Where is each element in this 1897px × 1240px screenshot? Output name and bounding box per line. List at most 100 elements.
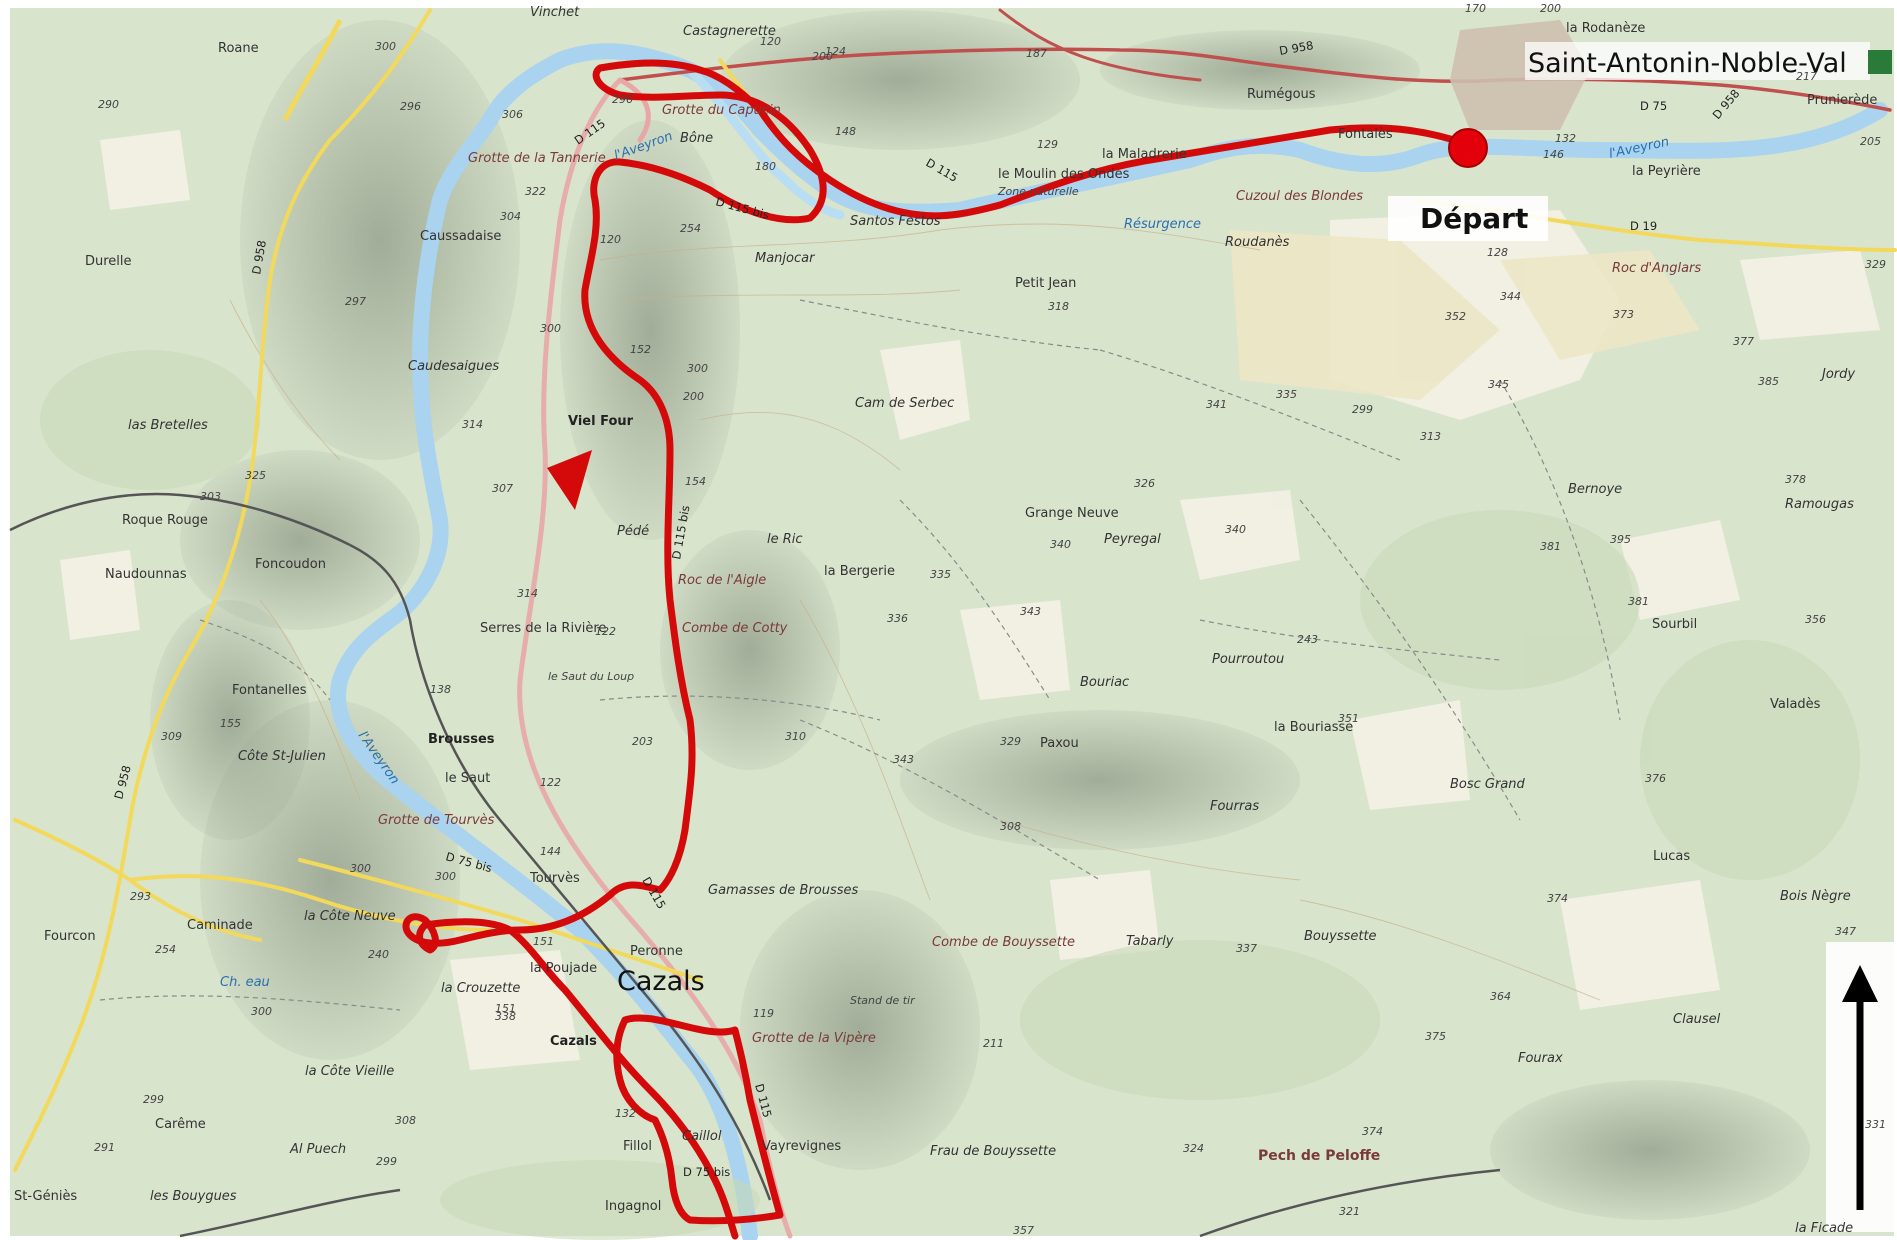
altitude-label: 243 xyxy=(1297,633,1318,646)
place-label: Fourras xyxy=(1210,799,1259,814)
place-label: Fontanelles xyxy=(232,683,307,698)
altitude-label: 293 xyxy=(130,890,151,903)
place-label: Roudanès xyxy=(1225,235,1290,250)
place-label: Fillol xyxy=(623,1139,652,1154)
altitude-label: 310 xyxy=(785,730,806,743)
altitude-label: 300 xyxy=(435,870,456,883)
place-labels: Castagnerette Bône Manjocar Santos Festo… xyxy=(14,5,1877,1236)
altitude-label: 291 xyxy=(94,1141,115,1154)
place-label: Santos Festos xyxy=(850,214,941,229)
place-label: Bouyssette xyxy=(1304,929,1377,944)
boundary-line xyxy=(9,492,1501,1238)
place-label: Bosc Grand xyxy=(1450,777,1526,792)
feature-label: Grotte de la Tannerie xyxy=(468,151,606,166)
place-label: Ramougas xyxy=(1785,497,1854,512)
altitude-label: 152 xyxy=(630,343,651,356)
place-label: Foncoudon xyxy=(255,557,326,572)
place-label: las Bretelles xyxy=(128,418,208,433)
altitude-label: 375 xyxy=(1425,1030,1446,1043)
place-label: Tabarly xyxy=(1126,934,1174,949)
altitude-label: 205 xyxy=(1860,135,1881,148)
altitude-label: 299 xyxy=(376,1155,397,1168)
feature-label: Pech de Peloffe xyxy=(1258,1148,1380,1164)
place-label: Côte St-Julien xyxy=(238,749,326,764)
altitude-label: 120 xyxy=(760,35,781,48)
place-label: Caussadaise xyxy=(420,229,501,244)
place-label: Durelle xyxy=(85,254,132,269)
town-cazals-label: Cazals xyxy=(617,966,705,997)
altitude-label: 381 xyxy=(1540,540,1561,553)
place-label: Rumégous xyxy=(1247,87,1316,102)
altitude-label: 240 xyxy=(368,948,389,961)
place-label: Bône xyxy=(680,131,713,146)
altitude-label: 324 xyxy=(1183,1142,1204,1155)
altitude-label: 200 xyxy=(1540,2,1561,15)
north-arrow-icon xyxy=(1842,965,1878,1002)
feature-label: Grotte de Tourvès xyxy=(378,813,495,828)
field-patches xyxy=(60,130,1880,1070)
place-label: Bernoye xyxy=(1568,482,1622,497)
altitude-label: 356 xyxy=(1805,613,1826,626)
place-label: Frau de Bouyssette xyxy=(930,1144,1056,1159)
feature-label: Grotte du Capucin xyxy=(662,103,781,118)
place-label: Ingagnol xyxy=(605,1199,661,1214)
altitude-label: 138 xyxy=(430,683,451,696)
altitude-label: 296 xyxy=(400,100,421,113)
altitude-label: 148 xyxy=(835,125,856,138)
altitude-label: 128 xyxy=(1487,246,1508,259)
road-label: D 19 xyxy=(1630,219,1657,233)
altitude-label: 299 xyxy=(1352,403,1373,416)
place-label: Caminade xyxy=(187,918,253,933)
town-label-box xyxy=(1525,42,1870,80)
place-label: Valadès xyxy=(1770,697,1821,712)
altitude-label: 376 xyxy=(1645,772,1666,785)
road-label: D 75 xyxy=(1640,99,1667,113)
altitude-label: 343 xyxy=(893,753,914,766)
altitude-label: 297 xyxy=(345,295,366,308)
place-label: la Maladrerie xyxy=(1102,147,1187,162)
altitude-label: 347 xyxy=(1835,925,1856,938)
altitude-label: 211 xyxy=(983,1037,1004,1050)
feature-label: Roc de l'Aigle xyxy=(678,573,766,588)
altitude-label: 151 xyxy=(533,935,554,948)
hiking-route-south-loop xyxy=(613,1014,784,1225)
altitude-label: 170 xyxy=(1465,2,1486,15)
altitude-label: 132 xyxy=(1555,132,1576,145)
place-label: le Saut xyxy=(445,771,490,786)
altitude-label: 303 xyxy=(200,490,221,503)
hiking-route xyxy=(402,59,1474,1240)
place-label: la Ficade xyxy=(1795,1221,1853,1236)
altitude-label: 187 xyxy=(1026,47,1047,60)
altitude-label: 296 xyxy=(612,93,633,106)
place-label: Serres de la Rivière xyxy=(480,621,606,636)
place-label: Vinchet xyxy=(530,5,580,20)
place-label: Castagnerette xyxy=(683,24,776,39)
altitude-label: 154 xyxy=(685,475,706,488)
altitude-label: 307 xyxy=(492,482,513,495)
altitude-label: 329 xyxy=(1000,735,1021,748)
place-label: Roque Rouge xyxy=(122,513,208,528)
place-label: la Côte Neuve xyxy=(304,909,396,924)
altitude-label: 374 xyxy=(1362,1125,1383,1138)
altitude-label: 340 xyxy=(1225,523,1246,536)
d958-left-road xyxy=(282,18,343,122)
altitude-label: 321 xyxy=(1339,1205,1360,1218)
altitude-label: 395 xyxy=(1610,533,1631,546)
altitude-label: 338 xyxy=(495,1010,516,1023)
altitude-label: 300 xyxy=(375,40,396,53)
place-label: Peronne xyxy=(630,944,683,959)
altitude-label: 122 xyxy=(540,776,561,789)
place-label: Roane xyxy=(218,41,259,56)
altitude-label: 309 xyxy=(161,730,182,743)
altitude-label: 326 xyxy=(1134,477,1155,490)
place-label: Petit Jean xyxy=(1015,276,1076,291)
place-label: Paxou xyxy=(1040,736,1079,751)
place-label: le Saut du Loup xyxy=(548,670,634,683)
place-label: Bois Nègre xyxy=(1780,889,1851,904)
altitude-label: 306 xyxy=(502,108,523,121)
altitude-label: 385 xyxy=(1758,375,1779,388)
altitude-label: 254 xyxy=(155,943,176,956)
altitude-label: 124 xyxy=(825,45,846,58)
